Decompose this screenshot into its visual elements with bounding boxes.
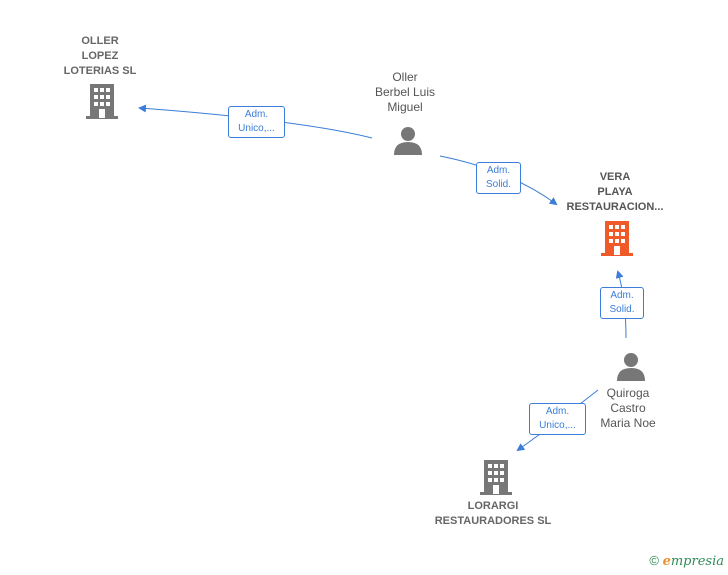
role-badge-quiroga-vera: Adm. Solid. bbox=[600, 287, 644, 319]
company-oller-lopez-label[interactable]: OLLER LOPEZ LOTERIAS SL bbox=[63, 35, 137, 77]
role-badge-berbel-vera: Adm. Solid. bbox=[476, 162, 521, 194]
building-icon[interactable] bbox=[480, 460, 512, 496]
company-lorargi-label[interactable]: LORARGI RESTAURADORES SL bbox=[434, 500, 552, 527]
footer-brand[interactable]: © empresia bbox=[649, 553, 724, 569]
role-badge-quiroga-lorargi: Adm. Unico,... bbox=[529, 403, 586, 435]
brand-logo: empresia bbox=[662, 554, 724, 569]
copyright-symbol: © bbox=[649, 553, 659, 568]
person-icon[interactable] bbox=[616, 352, 646, 382]
person-icon[interactable] bbox=[393, 126, 423, 156]
company-vera-playa-label[interactable]: VERA PLAYA RESTAURACION... bbox=[566, 171, 664, 213]
person-oller-berbel-label[interactable]: Oller Berbel Luis Miguel bbox=[374, 70, 436, 114]
building-icon[interactable] bbox=[86, 84, 118, 120]
building-icon-focus[interactable] bbox=[601, 221, 633, 257]
role-badge-berbel-oller: Adm. Unico,... bbox=[228, 106, 285, 138]
person-quiroga-label[interactable]: Quiroga Castro Maria Noe bbox=[600, 386, 656, 430]
